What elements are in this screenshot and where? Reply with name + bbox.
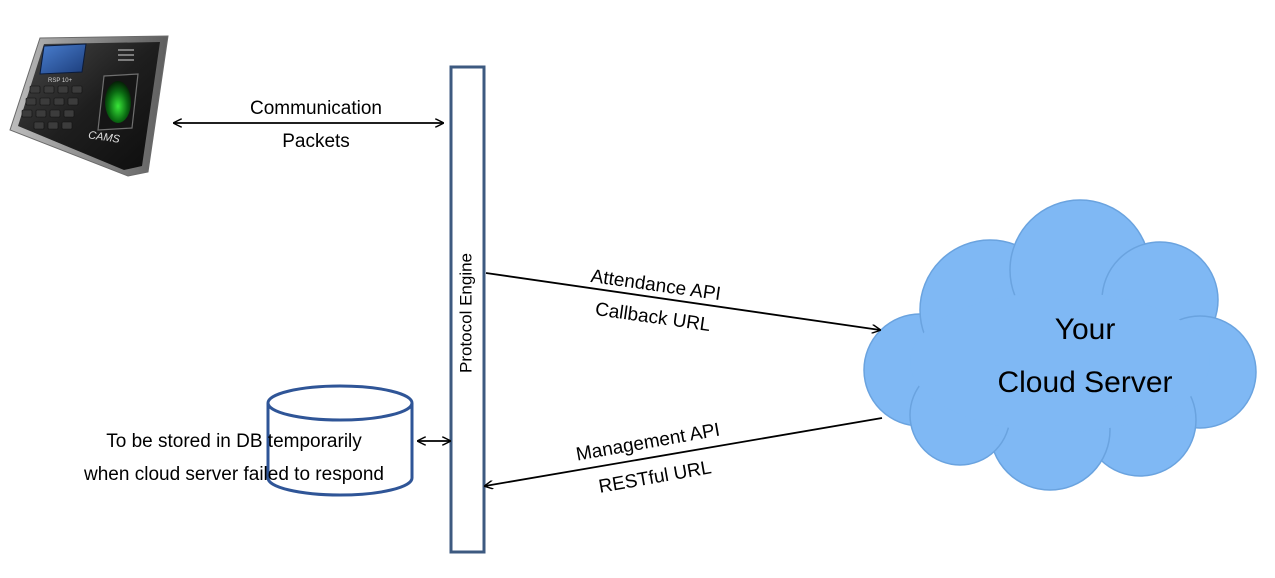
protocol-engine: Protocol Engine	[449, 65, 486, 554]
engine-cloud-label-line2: Callback URL	[594, 299, 712, 336]
cloud-shape: Your Cloud Server	[863, 199, 1257, 491]
engine-cloud-arrow	[485, 272, 880, 330]
protocol-engine-label: Protocol Engine	[456, 253, 475, 373]
speaker-grille	[118, 49, 134, 61]
fingerprint-icon	[105, 81, 131, 123]
device-brand-text: CAMS	[87, 129, 121, 145]
device-engine-label-line2: Packets	[282, 131, 350, 152]
cloud-engine-arrow	[485, 417, 883, 486]
cloud-label-line2: Cloud Server	[997, 366, 1172, 399]
device-model-text: RSP 10+	[48, 78, 73, 84]
keypad	[21, 85, 83, 130]
attendance-device-icon: RSP 10+ CAMS	[9, 35, 169, 177]
engine-cloud-label-line1: Attendance API	[589, 266, 722, 305]
protocol-engine-box	[449, 65, 486, 554]
db-note-line2: when cloud server failed to respond	[83, 464, 384, 485]
cloud-label-line1: Your	[1055, 313, 1116, 346]
database-cylinder	[266, 384, 414, 497]
device-engine-label-line1: Communication	[250, 98, 382, 119]
db-note-line1: To be stored in DB temporarily	[106, 431, 362, 452]
